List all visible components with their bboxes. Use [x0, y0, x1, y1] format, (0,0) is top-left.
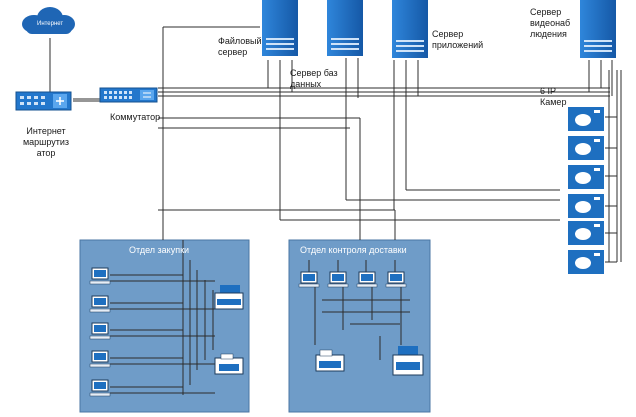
app-server-icon — [392, 0, 428, 58]
delivery-computers — [298, 271, 407, 288]
video-server-label: Сервер видеонаб людения — [530, 7, 571, 39]
ip-camera-icon — [568, 194, 604, 218]
printer-icon — [214, 285, 244, 310]
file-server-icon — [262, 0, 298, 56]
switch-label: Коммутатор — [110, 112, 161, 122]
dept-purchasing-title: Отдел закупки — [129, 245, 190, 255]
printer-icon — [392, 346, 424, 376]
computer-icon — [89, 322, 111, 340]
ip-camera-icon — [568, 136, 604, 160]
internet-label: Интернет — [37, 21, 64, 27]
purchasing-computers — [89, 267, 111, 397]
computer-icon — [89, 267, 111, 285]
app-server-label: Сервер приложений — [432, 29, 484, 50]
computer-icon — [89, 295, 111, 313]
dept-delivery-title: Отдел контроля доставки — [300, 245, 407, 255]
computer-icon — [89, 350, 111, 368]
switch-icon — [99, 87, 158, 103]
router-label: Интернет маршрутиз атор — [22, 126, 70, 158]
computer-icon — [385, 271, 407, 288]
db-server-icon — [327, 0, 363, 56]
printer-icon — [315, 349, 345, 372]
computer-icon — [89, 379, 111, 397]
router-icon — [15, 91, 72, 111]
dept-delivery-box — [288, 239, 431, 413]
computer-icon — [356, 271, 378, 288]
file-server-label: Файловый сервер — [218, 36, 262, 57]
ip-camera-icon — [568, 250, 604, 274]
connection-lines — [49, 26, 622, 395]
video-server-icon — [580, 0, 616, 58]
ip-camera-icon — [568, 165, 604, 189]
cameras-label: 6 IP Камер — [540, 86, 567, 107]
printer-icon — [214, 353, 244, 375]
computer-icon — [298, 271, 320, 288]
db-server-label: Сервер баз данных — [290, 68, 338, 89]
ip-cameras — [568, 107, 604, 274]
computer-icon — [327, 271, 349, 288]
ip-camera-icon — [568, 221, 604, 245]
ip-camera-icon — [568, 107, 604, 131]
cloud-icon — [22, 7, 75, 34]
